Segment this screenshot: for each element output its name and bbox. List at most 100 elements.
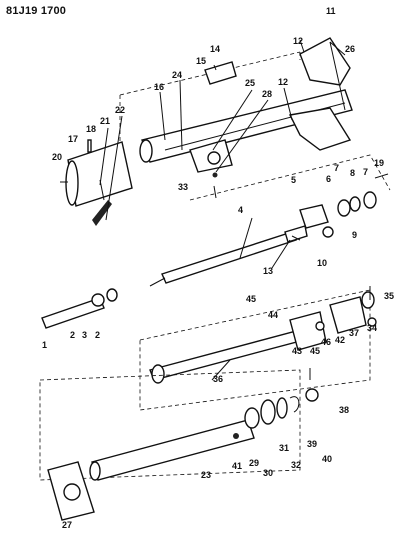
- label-31: 31: [279, 443, 289, 453]
- gear-43: [289, 311, 327, 351]
- leader-lines: [99, 41, 346, 381]
- label-43: 43: [292, 346, 302, 356]
- pin-18: [87, 139, 92, 153]
- label-7b: 7: [363, 167, 368, 177]
- bearing-42: [329, 296, 367, 334]
- ring-31: [276, 397, 288, 419]
- label-37: 37: [349, 328, 359, 338]
- part-9: [322, 226, 334, 238]
- label-22: 22: [115, 105, 125, 115]
- label-2a: 2: [70, 330, 75, 340]
- label-46: 46: [321, 337, 331, 347]
- label-36: 36: [213, 374, 223, 384]
- label-45a: 45: [246, 294, 256, 304]
- shaft-group: [149, 225, 308, 287]
- label-25: 25: [245, 78, 255, 88]
- shaft-1: [41, 297, 105, 329]
- small-parts-outline: [189, 154, 391, 201]
- shaft-end: [149, 277, 166, 287]
- label-40: 40: [322, 454, 332, 464]
- screw-33: [213, 185, 217, 199]
- label-24: 24: [172, 70, 182, 80]
- label-28: 28: [262, 89, 272, 99]
- screw-12: [299, 39, 305, 53]
- label-10: 10: [317, 258, 327, 268]
- clip-2a: [91, 293, 105, 307]
- lower-left-group: [41, 288, 118, 329]
- shaft-4: [161, 231, 297, 284]
- part-labels: 1 2 3 2 4 5 6 7 7 8 9 10 11 12 12 13 14 …: [42, 6, 394, 530]
- yoke-36: [151, 364, 165, 384]
- screw-28: [212, 172, 218, 178]
- label-30: 30: [263, 468, 273, 478]
- lower-bracket: [288, 107, 352, 151]
- label-44: 44: [268, 310, 278, 320]
- lever-22: [92, 200, 112, 226]
- label-14: 14: [210, 44, 220, 54]
- ring-7a: [349, 196, 361, 212]
- label-35: 35: [384, 291, 394, 301]
- pin-19: [374, 173, 389, 179]
- shaft-coupling: [284, 225, 308, 243]
- label-11: 11: [326, 6, 336, 16]
- jacket-end: [139, 139, 153, 163]
- small-parts-group: [189, 154, 391, 238]
- clip-32: [289, 396, 300, 413]
- label-38: 38: [339, 405, 349, 415]
- label-20: 20: [52, 152, 62, 162]
- label-21: 21: [100, 116, 110, 126]
- upper-bracket: [299, 37, 351, 86]
- tube-23: [91, 419, 255, 481]
- label-2b: 2: [95, 330, 100, 340]
- label-12a: 12: [293, 36, 303, 46]
- nut-37: [361, 291, 375, 309]
- upper-column-group: [119, 37, 353, 199]
- label-42: 42: [335, 335, 345, 345]
- ring-8: [363, 191, 377, 209]
- switch-part: [204, 61, 237, 85]
- label-5: 5: [291, 175, 296, 185]
- nut-41: [233, 433, 239, 439]
- label-7a: 7: [334, 163, 339, 173]
- label-6: 6: [326, 174, 331, 184]
- mid-shaft-group: [139, 286, 377, 411]
- label-16: 16: [154, 82, 164, 92]
- ring-29: [244, 407, 260, 429]
- label-23: 23: [201, 470, 211, 480]
- label-34: 34: [367, 323, 377, 333]
- tube-end: [89, 461, 101, 481]
- label-32: 32: [291, 460, 301, 470]
- label-9: 9: [352, 230, 357, 240]
- lock-cylinder: [207, 151, 221, 165]
- shaft-36: [149, 329, 305, 381]
- label-13: 13: [263, 266, 273, 276]
- label-3: 3: [82, 330, 87, 340]
- label-1: 1: [42, 340, 47, 350]
- label-12b: 12: [278, 77, 288, 87]
- label-19: 19: [374, 158, 384, 168]
- bracket-strut: [329, 41, 346, 111]
- label-18: 18: [86, 124, 96, 134]
- label-29: 29: [249, 458, 259, 468]
- label-41: 41: [232, 461, 242, 471]
- label-17: 17: [68, 134, 78, 144]
- washer-46: [315, 321, 325, 331]
- diagram-code: 81J19 1700: [6, 5, 67, 17]
- label-4: 4: [238, 205, 243, 215]
- label-33: 33: [178, 182, 188, 192]
- washer-6: [337, 199, 351, 217]
- nut-34: [367, 317, 377, 327]
- ring-30: [260, 399, 276, 425]
- label-26: 26: [345, 44, 355, 54]
- plate-hole: [63, 483, 81, 501]
- cover-end: [65, 160, 79, 206]
- mid-outline: [139, 289, 371, 411]
- bottom-group: [39, 368, 319, 521]
- label-8: 8: [350, 168, 355, 178]
- joint-5: [299, 204, 329, 229]
- bottom-outline: [39, 369, 301, 481]
- cover-group: [60, 139, 133, 226]
- clip-3: [106, 288, 118, 302]
- label-45b: 45: [310, 346, 320, 356]
